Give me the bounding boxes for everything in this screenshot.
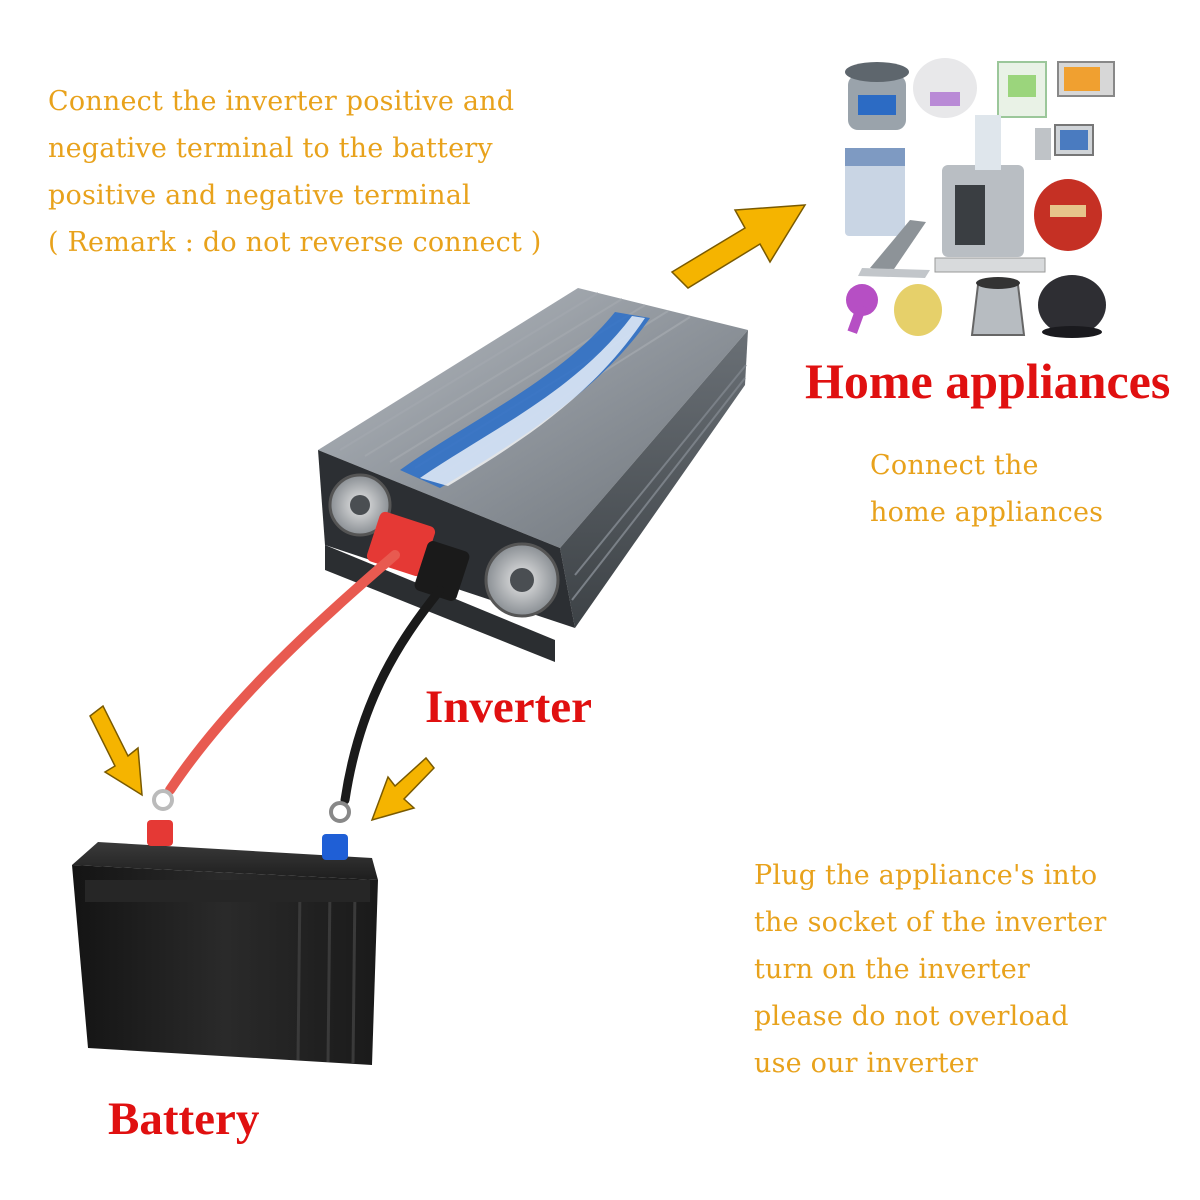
connect-battery-instructions: Connect the inverter positive and negati… [48,78,542,266]
inverter-image [318,288,748,662]
arrow-icon [89,204,807,822]
instruction-line: Connect the [870,450,1039,481]
instruction-line: Plug the appliance's into [754,860,1098,891]
connect-appliances-instructions: Connect the home appliances [870,442,1103,536]
cables [152,550,445,823]
instruction-line: use our inverter [754,1048,979,1079]
usage-instructions: Plug the appliance's into the socket of … [754,852,1107,1087]
battery-image [72,820,378,1065]
inverter-label: Inverter [425,681,593,733]
instruction-line: please do not overload [754,1001,1069,1032]
home-appliances-label: Home appliances [805,353,1171,409]
instruction-line: turn on the inverter [754,954,1031,985]
battery-label: Battery [108,1093,260,1145]
instruction-line: Connect the inverter positive and [48,86,515,117]
instruction-line: positive and negative terminal [48,180,471,211]
instruction-remark: ( Remark : do not reverse connect ) [48,227,542,258]
instruction-line: negative terminal to the battery [48,133,493,164]
home-appliances-image [845,58,1115,338]
instruction-line: home appliances [870,497,1104,528]
instruction-line: the socket of the inverter [754,907,1107,938]
